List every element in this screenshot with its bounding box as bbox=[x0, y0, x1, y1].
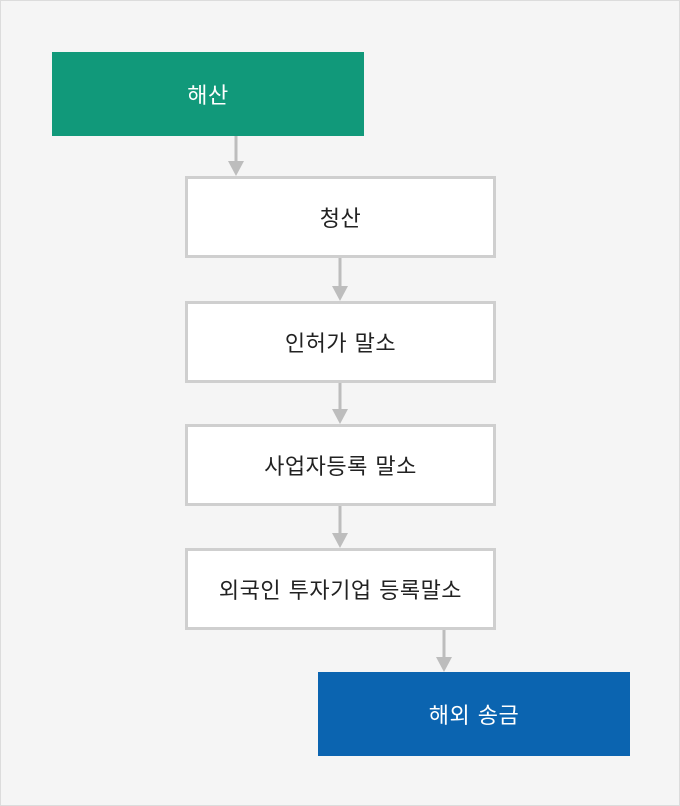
flow-node-step-1-label: 청산 bbox=[319, 207, 362, 232]
arrow-start-to-step-1 bbox=[228, 136, 244, 176]
arrow-step-4-to-end bbox=[436, 630, 452, 672]
flow-node-step-2-label: 인허가 말소 bbox=[284, 332, 397, 357]
flow-node-start-label: 해산 bbox=[187, 84, 229, 109]
flow-node-start: 해산 bbox=[52, 52, 364, 136]
arrow-step-3-to-step-4 bbox=[332, 506, 348, 548]
arrow-step-1-to-step-2 bbox=[332, 258, 348, 301]
flow-node-end: 해외 송금 bbox=[318, 672, 630, 756]
flow-node-step-4-label: 외국인 투자기업 등록말소 bbox=[218, 579, 463, 604]
flow-node-step-3: 사업자등록 말소 bbox=[185, 424, 496, 506]
arrow-step-2-to-step-3 bbox=[332, 383, 348, 424]
flow-node-step-1: 청산 bbox=[185, 176, 496, 258]
flow-node-end-label: 해외 송금 bbox=[428, 704, 520, 729]
flow-node-step-2: 인허가 말소 bbox=[185, 301, 496, 383]
flow-node-step-3-label: 사업자등록 말소 bbox=[264, 455, 417, 480]
flow-node-step-4: 외국인 투자기업 등록말소 bbox=[185, 548, 496, 630]
